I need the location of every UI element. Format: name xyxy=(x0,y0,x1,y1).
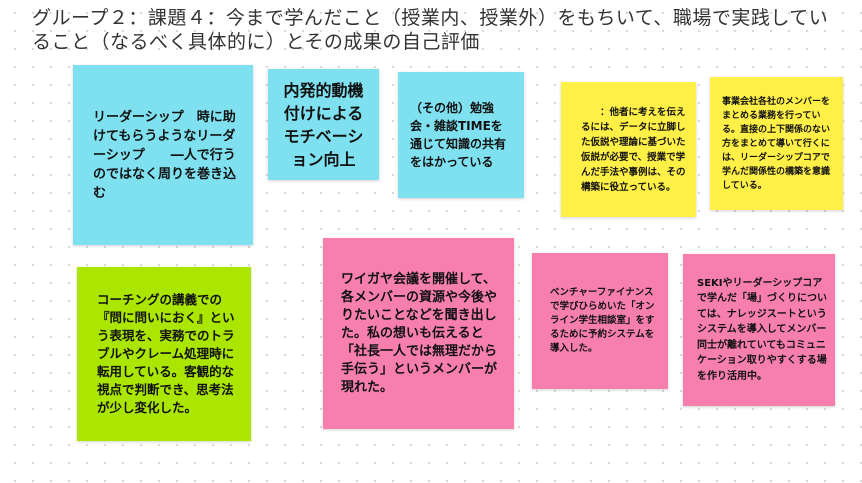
sticky-note-coaching[interactable]: コーチングの講義での『問に問いにおく』という表現を、実務でのトラブルやクレーム処… xyxy=(77,267,251,441)
sticky-note-text: ：他者に考えを伝えるには、データに立脚した仮説や理論に基づいた仮説が必要で、授業… xyxy=(581,106,686,193)
sticky-note-text: リーダーシップ 時に助けてもらうようなリーダーシップ ―人で行うのではなく周りを… xyxy=(93,109,237,201)
sticky-note-leadership[interactable]: リーダーシップ 時に助けてもらうようなリーダーシップ ―人で行うのではなく周りを… xyxy=(73,65,253,245)
sticky-note-hypothesis[interactable]: ：他者に考えを伝えるには、データに立脚した仮説や理論に基づいた仮説が必要で、授業… xyxy=(561,82,696,217)
sticky-note-relationship[interactable]: 事業会社各社のメンバーをまとめる業務を行っている。直接の上下関係のない方をまとめ… xyxy=(710,77,843,210)
sticky-note-text: ベンチャーファイナンスで学びひらめいた「オンライン学生相談室」をするために予約シ… xyxy=(550,287,655,354)
sticky-note-text: コーチングの講義での『問に問いにおく』という表現を、実務でのトラブルやクレーム処… xyxy=(97,292,235,415)
sticky-note-waigaya-meeting[interactable]: ワイガヤ会議を開催して、各メンバーの資源や今後やりたいことなどを聞き出した。私の… xyxy=(323,238,514,429)
sticky-note-text: 事業会社各社のメンバーをまとめる業務を行っている。直接の上下関係のない方をまとめ… xyxy=(722,96,831,191)
sticky-note-knowledge-suite[interactable]: SEKIやリーダーシップコアで学んだ「場」づくりについては、ナレッジスートという… xyxy=(683,254,835,406)
sticky-note-venture-finance[interactable]: ベンチャーファイナンスで学びひらめいた「オンライン学生相談室」をするために予約シ… xyxy=(532,253,668,389)
sticky-note-motivation[interactable]: 内発的動機付けによるモチベーション向上 xyxy=(268,69,379,180)
sticky-note-text: SEKIやリーダーシップコアで学んだ「場」づくりについては、ナレッジスートという… xyxy=(697,277,827,382)
sticky-note-text: 内発的動機付けによるモチベーション向上 xyxy=(283,80,364,169)
sticky-note-text: （その他）勉強会・雑談TIMEを通じて知識の共有をはかっている xyxy=(410,101,507,169)
board-title: グループ２：課題４：今まで学んだこと（授業内、授業外）をもちいて、職場で実践して… xyxy=(32,7,829,53)
sticky-note-text: ワイガヤ会議を開催して、各メンバーの資源や今後やりたいことなどを聞き出した。私の… xyxy=(341,271,498,395)
sticky-note-study-session[interactable]: （その他）勉強会・雑談TIMEを通じて知識の共有をはかっている xyxy=(398,72,524,198)
